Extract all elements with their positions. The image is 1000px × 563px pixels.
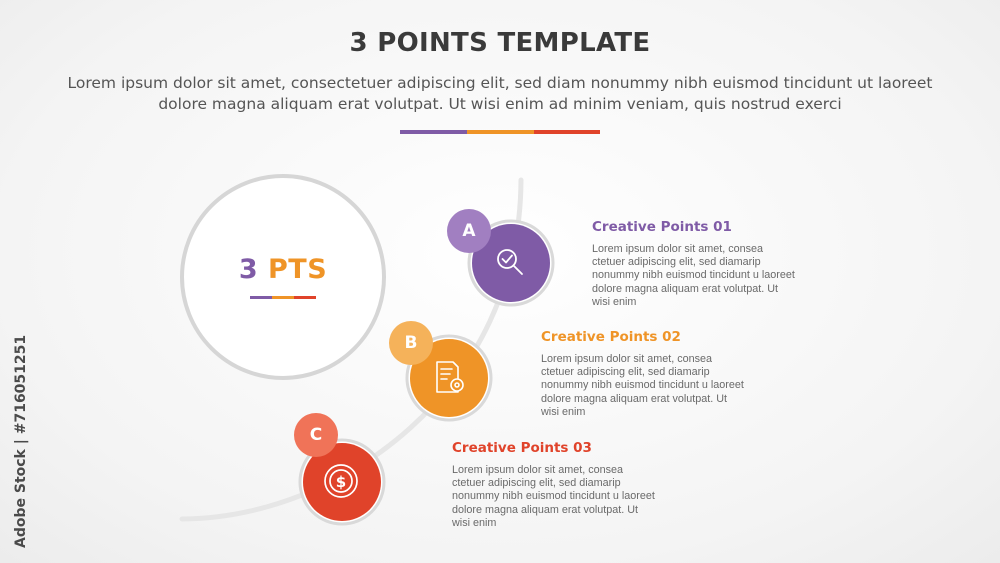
point-a-body: Lorem ipsum dolor sit amet, consea ctetu… — [592, 243, 795, 308]
point-c-node: $ — [294, 413, 386, 526]
center-label-text: PTS — [268, 254, 328, 285]
center-underline-orange — [272, 296, 294, 299]
point-a-title: Creative Points 01 — [592, 219, 732, 235]
point-b-node — [389, 321, 493, 422]
page-subtitle: Lorem ipsum dolor sit amet, consectetuer… — [67, 74, 933, 113]
point-c-letter: C — [309, 425, 323, 445]
center-underline-red — [294, 296, 316, 299]
point-b-title: Creative Points 02 — [541, 329, 681, 345]
point-b-body: Lorem ipsum dolor sit amet, consea ctetu… — [541, 353, 744, 418]
title-underline-purple — [400, 130, 467, 134]
point-b-letter: B — [404, 333, 418, 353]
point-a-node — [447, 209, 555, 307]
center-label: 3 PTS — [182, 254, 384, 285]
point-c-title: Creative Points 03 — [452, 440, 592, 456]
magnifier-check-icon — [497, 249, 523, 275]
center-underline-purple — [250, 296, 272, 299]
title-underline-red — [534, 130, 600, 134]
dollar-coin-icon — [324, 464, 358, 498]
dollar-symbol: $ — [336, 473, 346, 491]
document-gear-icon — [436, 361, 464, 393]
page-title: 3 POINTS TEMPLATE — [349, 28, 651, 58]
center-circle — [180, 174, 386, 380]
center-number: 3 — [238, 254, 259, 285]
point-a-letter: A — [462, 221, 476, 241]
title-underline-orange — [467, 130, 534, 134]
point-c-body: Lorem ipsum dolor sit amet, consea ctetu… — [452, 464, 655, 529]
stock-watermark: Adobe Stock | #716051251 — [13, 334, 29, 548]
